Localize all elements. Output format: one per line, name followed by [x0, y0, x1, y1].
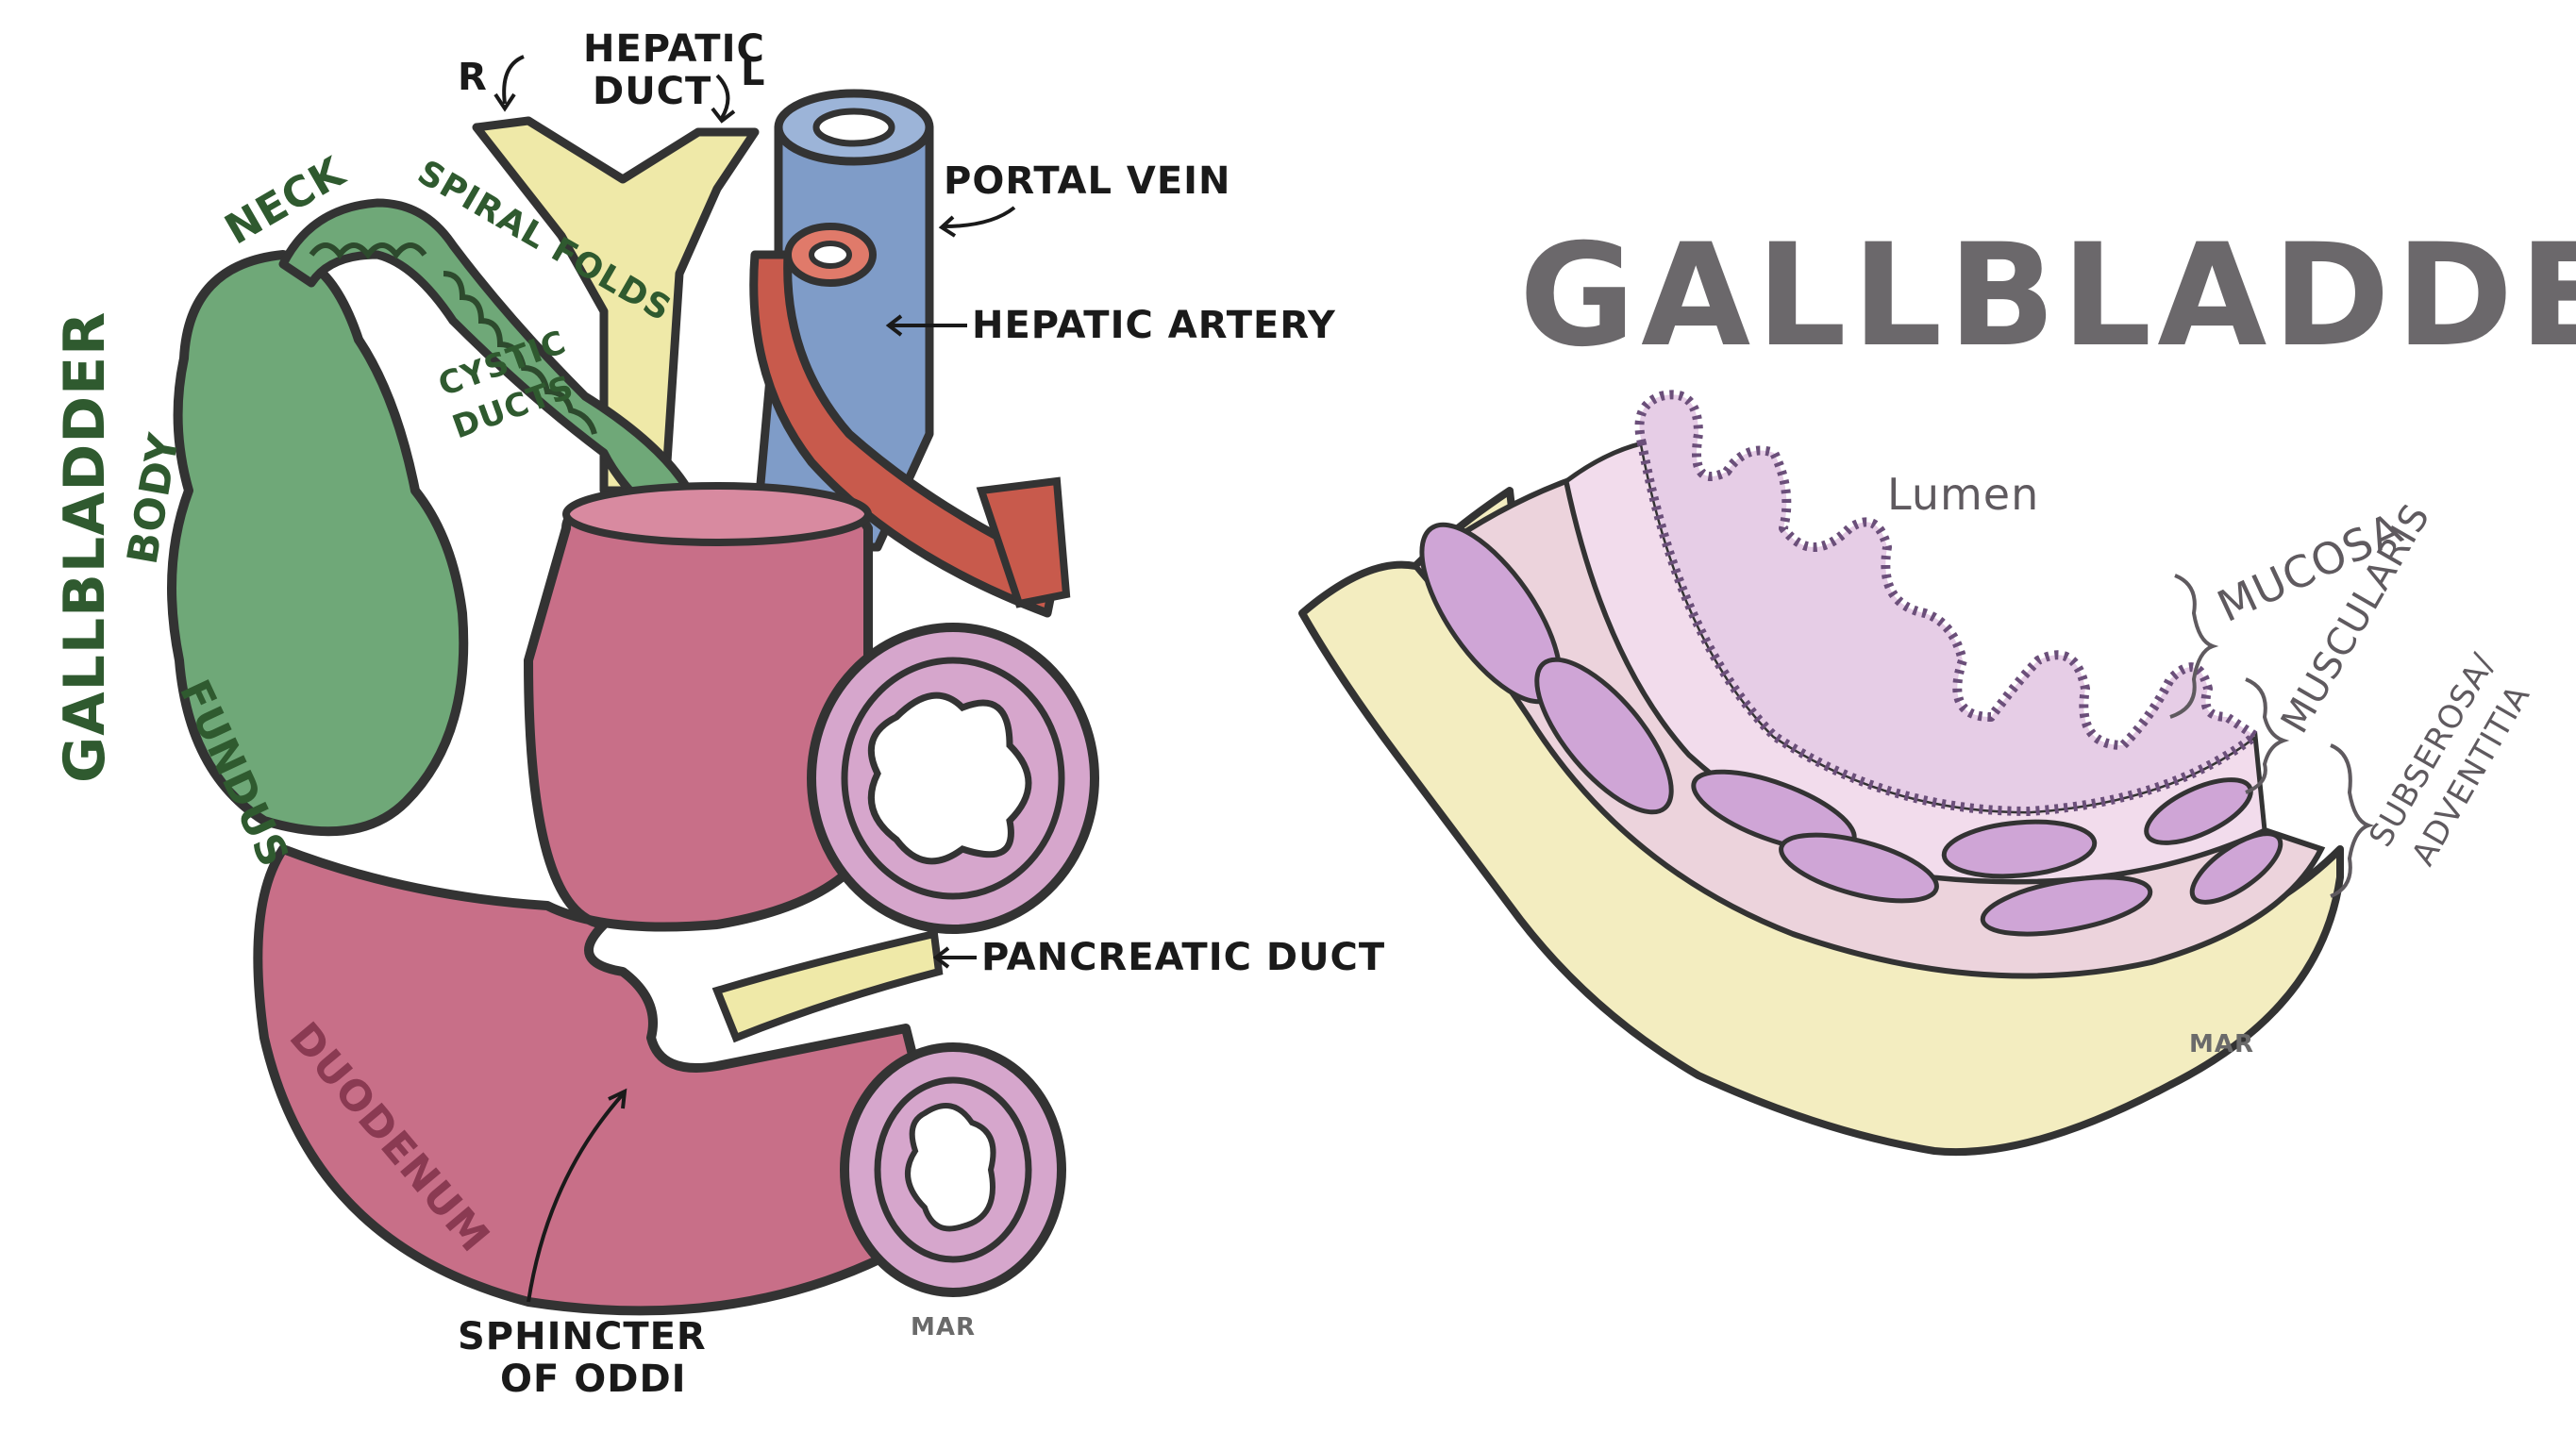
muscularis-brace [2245, 677, 2290, 794]
label-pancreatic-duct: PANCREATIC DUCT [981, 936, 1385, 979]
label-sphincter-2: OF ODDI [500, 1358, 687, 1401]
annotation-arrows [493, 55, 1016, 1303]
page-title: GALLBLADDER [1519, 214, 2576, 378]
label-lumen: Lumen [1887, 469, 2039, 520]
label-gallbladder: GALLBLADDER [52, 311, 118, 783]
mucosal-folds [1634, 390, 2260, 816]
label-right: R [458, 56, 488, 99]
label-portal-vein: PORTAL VEIN [944, 159, 1231, 203]
label-hepatic-artery: HEPATIC ARTERY [972, 304, 1336, 347]
mucosa-brace [2169, 574, 2219, 719]
signature-right: MAR [2189, 1030, 2254, 1058]
histology-diagram: GALLBLADDER Lumen MUCOSA MUSCULARIS SUBS… [1298, 214, 2576, 1157]
muscle-bundles [1419, 522, 2283, 937]
signature-left: MAR [911, 1313, 976, 1341]
hepatic-duct-shape [472, 116, 760, 495]
subserosa-brace [2330, 743, 2375, 898]
label-hepatic-duct-1: HEPATIC [583, 27, 765, 71]
label-hepatic-duct-2: DUCT [593, 70, 711, 113]
pancreatic-duct-shape [711, 929, 944, 1043]
gross-anatomy-diagram: R HEPATIC DUCT L PORTAL VEIN HEPATIC ART… [52, 27, 1385, 1401]
label-sphincter-1: SPHINCTER [458, 1315, 707, 1358]
spiral-folds [309, 242, 597, 435]
gallbladder-shape [167, 250, 469, 837]
label-left: L [741, 51, 766, 94]
